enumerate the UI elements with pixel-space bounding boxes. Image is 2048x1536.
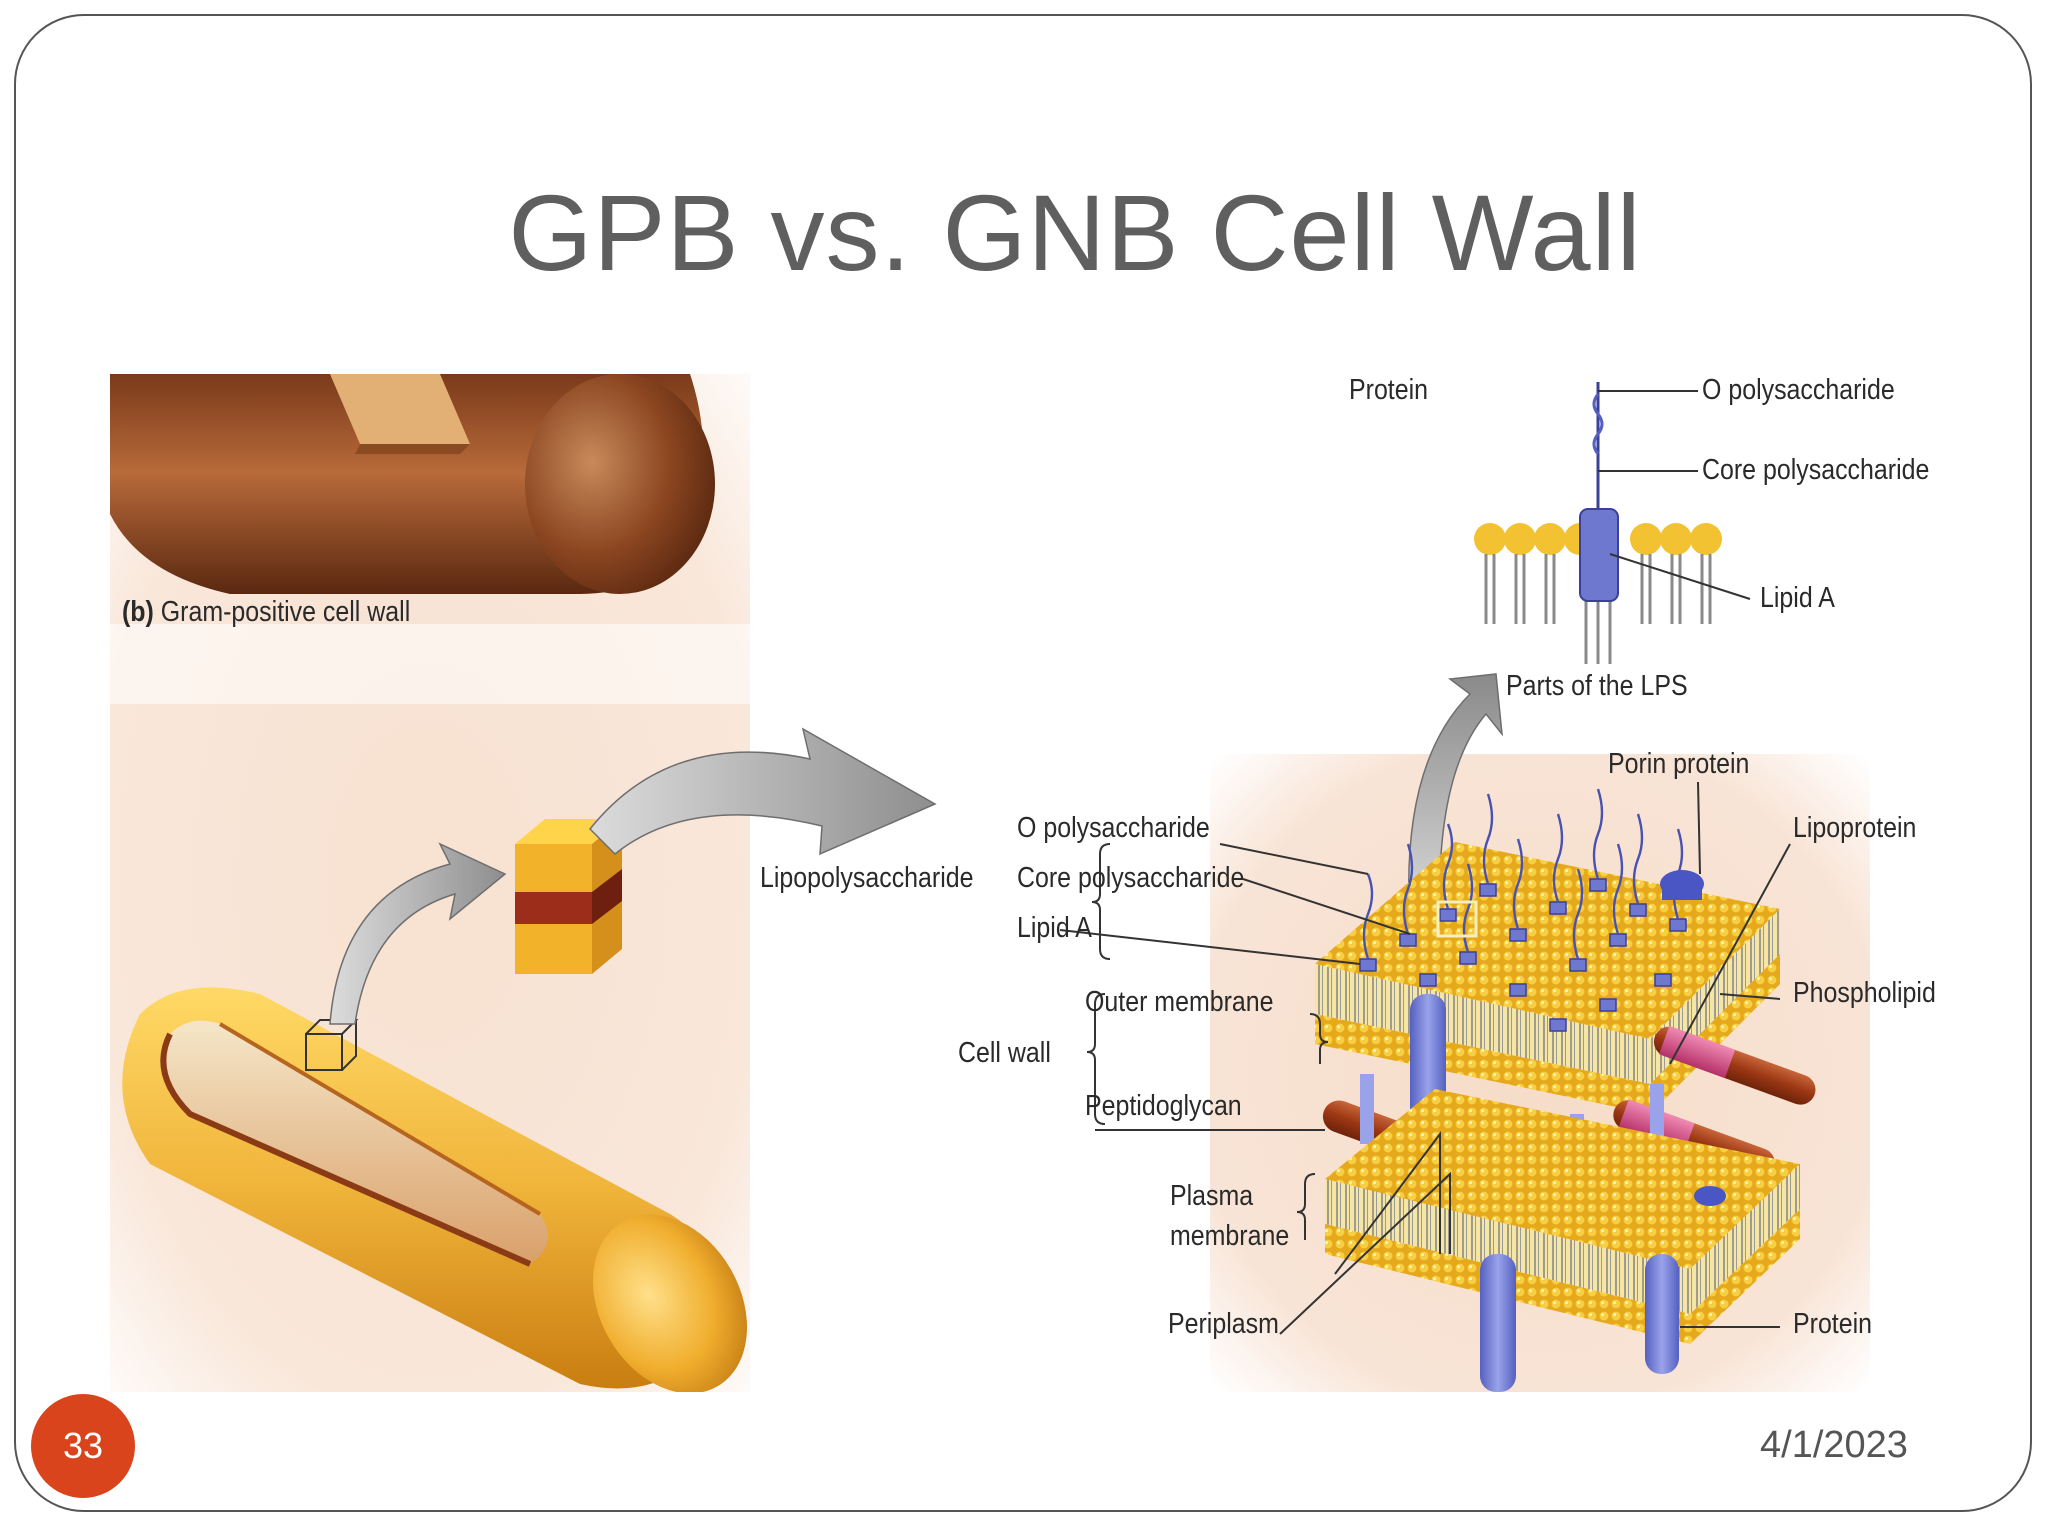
cell-wall-figure: (b) Gram-positive cell wall Protein O po…	[110, 374, 1936, 1394]
core-polysaccharide-label: Core polysaccharide	[1017, 862, 1245, 894]
phospholipid-label: Phospholipid	[1793, 977, 1936, 1009]
gram-negative-panel	[1059, 382, 1870, 1392]
leader-lines	[1059, 781, 1791, 1335]
porin-protein-label: Porin protein	[1608, 748, 1750, 780]
slide-title: GPB vs. GNB Cell Wall	[508, 172, 1642, 293]
lipopolysaccharide-label: Lipopolysaccharide	[760, 862, 974, 894]
wall-cube	[515, 819, 622, 974]
yellow-cell-rod	[122, 987, 748, 1394]
lps-core-polysaccharide-label: Core polysaccharide	[1702, 454, 1930, 486]
lps-arrow	[1408, 673, 1503, 925]
plasma-membrane	[1325, 1089, 1800, 1392]
brown-cell-rod	[110, 374, 715, 594]
lipid-a-label: Lipid A	[1017, 912, 1092, 944]
lps-parts-caption: Parts of the LPS	[1506, 670, 1688, 702]
cell-wall-label: Cell wall	[958, 1037, 1051, 1069]
membrane-label: membrane	[1170, 1220, 1290, 1252]
plasma-label: Plasma	[1170, 1180, 1254, 1212]
cell-wall-illustration	[110, 374, 1870, 1394]
lps-lipid-a-label: Lipid A	[1760, 582, 1835, 614]
gram-positive-caption: (b) Gram-positive cell wall	[122, 596, 410, 629]
periplasm-label: Periplasm	[1168, 1308, 1279, 1340]
caption-letter: (b)	[122, 596, 154, 628]
lps-protein-label: Protein	[1349, 374, 1429, 406]
outer-membrane	[1315, 788, 1780, 1114]
gram-positive-panel	[110, 374, 750, 1394]
peptidoglycan-label: Peptidoglycan	[1085, 1090, 1242, 1122]
slide-date: 4/1/2023	[1760, 1424, 1908, 1466]
lipoprotein-label: Lipoprotein	[1793, 812, 1917, 844]
caption-text: Gram-positive cell wall	[160, 596, 411, 628]
zoom-arrow-large	[588, 727, 937, 856]
lps-o-polysaccharide-label: O polysaccharide	[1702, 374, 1895, 406]
zoom-arrow-small	[329, 842, 507, 1025]
lps-detail	[1474, 382, 1751, 664]
outer-membrane-label: Outer membrane	[1085, 986, 1274, 1018]
page-number-badge: 33	[31, 1394, 135, 1498]
protein-label: Protein	[1793, 1308, 1873, 1340]
o-polysaccharide-label: O polysaccharide	[1017, 812, 1210, 844]
